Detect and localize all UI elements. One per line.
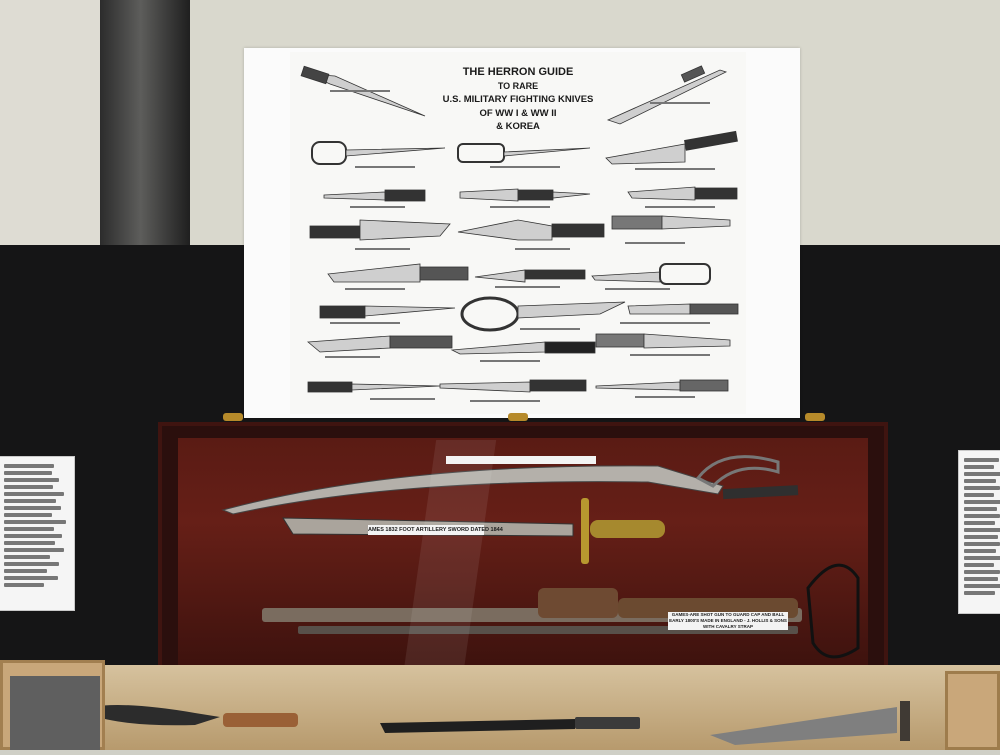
poster-title-line4: OF WW I & WW II [479,107,557,119]
poster-title-line5: & KOREA [496,121,540,132]
gun-label: GAMES-ARE SHOT GUN TO GUARD CAP AND BALL… [668,612,788,630]
hinge-center [508,413,528,421]
display-table [85,665,1000,750]
right-info-card [958,450,1000,614]
left-card-text-lines [0,457,74,594]
sword-top-label [446,456,596,464]
hinge-left [223,413,243,421]
sword-label: AMES 1832 FOOT ARTILLERY SWORD DATED 184… [368,525,503,535]
left-info-card [0,456,75,611]
hinge-right [805,413,825,421]
poster-title-line1: THE HERRON GUIDE [462,66,574,78]
right-tray [945,671,1000,750]
wall-left-panel [0,0,102,260]
right-card-text-lines [959,451,1000,602]
dark-pillar [100,0,190,255]
displayed-weapons [221,455,860,659]
poster-knife-illustrations [300,65,739,402]
table-knives [91,701,910,745]
left-tray-interior [10,676,100,750]
display-case-interior [178,438,868,678]
poster-title-line2: TO RARE [497,80,539,91]
knife-guide-poster [290,52,746,414]
poster-title-line3: U.S. MILITARY FIGHTING KNIVES [442,94,594,105]
poster-title: THE HERRON GUIDE TO RARE U.S. MILITARY F… [290,66,746,134]
